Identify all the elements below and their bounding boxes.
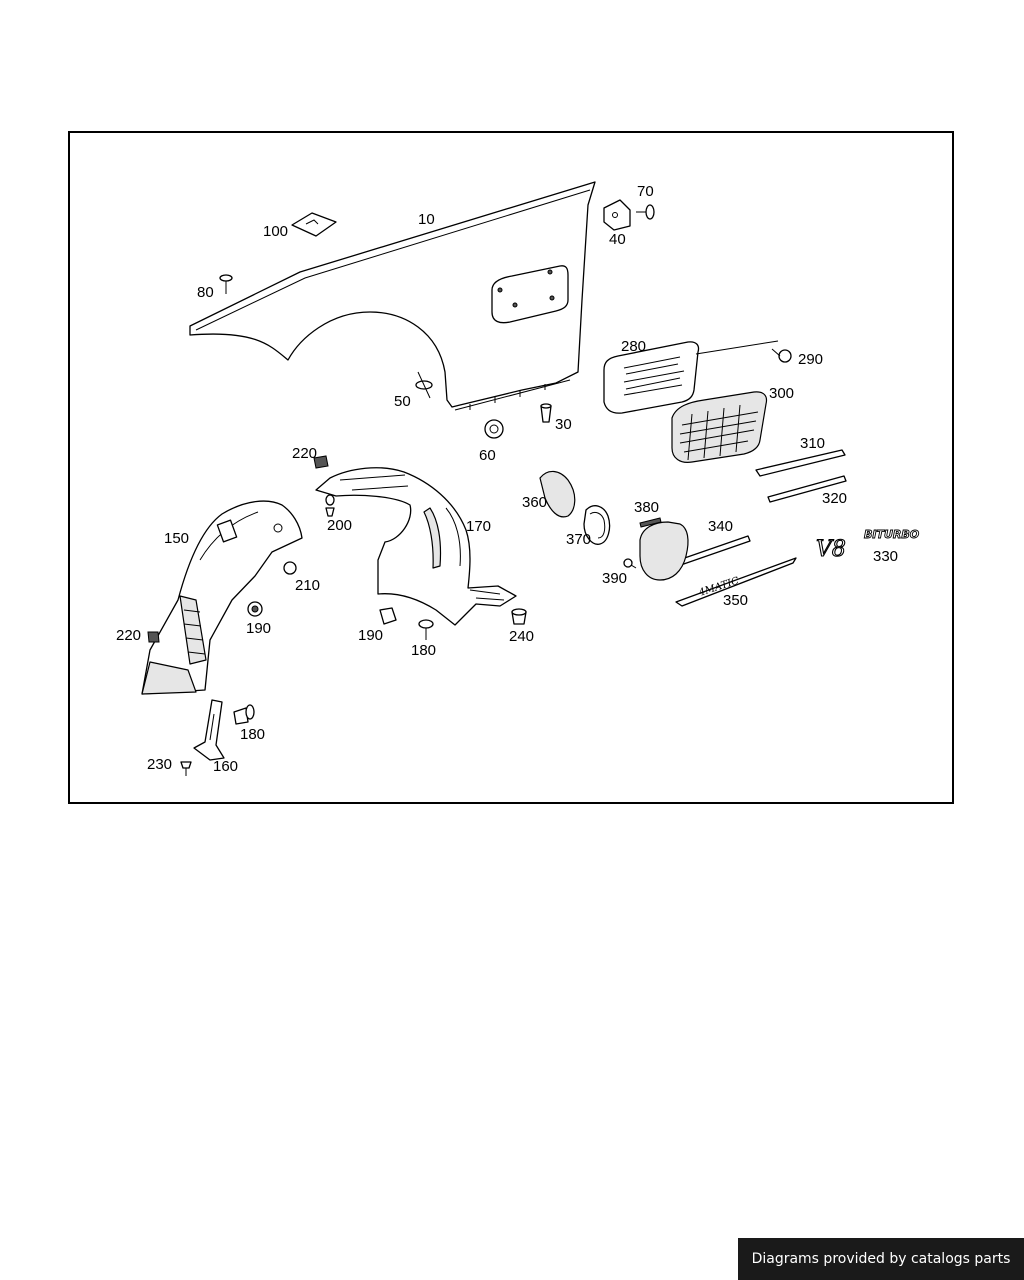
footer-text: Diagrams provided by catalogs parts (751, 1251, 1011, 1267)
callout-180-right: 180 (411, 642, 436, 659)
callout-330: 330 (873, 548, 898, 565)
callout-150: 150 (164, 530, 189, 547)
part-screw-80[interactable] (219, 274, 233, 294)
footer-credit: Diagrams provided by catalogs parts (738, 1238, 1024, 1280)
part-strip-310[interactable] (755, 449, 846, 477)
callout-310: 310 (800, 435, 825, 452)
part-lamp-360[interactable] (539, 470, 576, 518)
part-washer-210[interactable] (283, 561, 297, 575)
callout-160: 160 (213, 758, 238, 775)
callout-230: 230 (147, 756, 172, 773)
callout-30: 30 (555, 416, 572, 433)
part-screw-290[interactable] (695, 340, 792, 363)
part-strip-340[interactable] (639, 521, 751, 581)
callout-10: 10 (418, 211, 435, 228)
callout-70: 70 (637, 183, 654, 200)
callout-labels: 10 30 40 50 60 70 80 100 150 160 170 180… (116, 183, 898, 775)
callout-380: 380 (634, 499, 659, 516)
part-clip-180[interactable] (233, 704, 255, 725)
callout-40: 40 (609, 231, 626, 248)
part-380[interactable] (639, 517, 662, 528)
part-nut-190[interactable] (247, 601, 263, 617)
callout-80: 80 (197, 284, 214, 301)
callout-220-left: 220 (116, 627, 141, 644)
part-grommet-30[interactable] (540, 403, 552, 423)
callout-340: 340 (708, 518, 733, 535)
part-100[interactable] (291, 212, 337, 237)
part-screw-230[interactable] (180, 761, 192, 776)
part-bolt-70[interactable] (636, 204, 655, 220)
callout-200: 200 (327, 517, 352, 534)
part-nut-240[interactable] (511, 608, 527, 625)
part-nut-60[interactable] (484, 419, 504, 439)
callout-360: 360 (522, 494, 547, 511)
callout-100: 100 (263, 223, 288, 240)
part-clip-220[interactable] (147, 631, 160, 643)
callout-280: 280 (621, 338, 646, 355)
part-liner-170[interactable] (315, 467, 517, 626)
callout-320: 320 (822, 490, 847, 507)
emblem-v8-text: V8 (816, 537, 846, 562)
part-frame-280[interactable] (603, 341, 700, 414)
part-clip-200[interactable] (325, 494, 335, 517)
callout-190-left: 190 (246, 620, 271, 637)
callout-390: 390 (602, 570, 627, 587)
part-clip-220[interactable] (313, 455, 329, 469)
callout-370: 370 (566, 531, 591, 548)
callout-170: 170 (466, 518, 491, 535)
callout-350: 350 (723, 592, 748, 609)
part-grille-300[interactable] (671, 391, 768, 463)
part-bracket-40[interactable] (603, 199, 631, 231)
callout-220-top: 220 (292, 445, 317, 462)
part-strip-320[interactable] (767, 475, 847, 503)
callout-60: 60 (479, 447, 496, 464)
part-wheel-liner-150[interactable] (141, 500, 303, 695)
callout-210: 210 (295, 577, 320, 594)
part-nut-190[interactable] (379, 607, 397, 625)
callout-190-right: 190 (358, 627, 383, 644)
callout-240: 240 (509, 628, 534, 645)
part-gasket-370[interactable] (583, 505, 611, 545)
emblem-biturbo-text: BITURBO (864, 528, 919, 541)
part-clip-50[interactable] (415, 371, 433, 399)
diagram-frame (68, 131, 954, 804)
callout-290: 290 (798, 351, 823, 368)
part-160[interactable] (193, 699, 225, 761)
emblem-v8-biturbo-330[interactable]: V8 BITURBO (815, 528, 919, 563)
callout-180-left: 180 (240, 726, 265, 743)
callout-50: 50 (394, 393, 411, 410)
part-fender-10[interactable] (189, 181, 596, 411)
callout-300: 300 (769, 385, 794, 402)
part-clip-180[interactable] (418, 619, 434, 640)
part-screw-390[interactable] (623, 558, 637, 569)
